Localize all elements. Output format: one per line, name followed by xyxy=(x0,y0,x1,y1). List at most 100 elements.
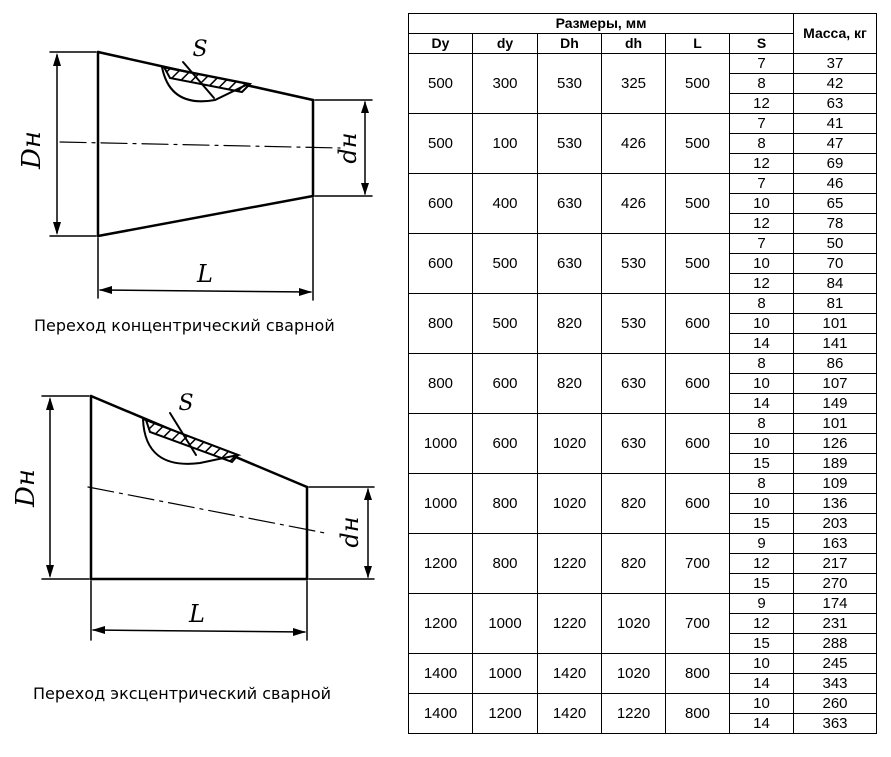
cell-dh: 530 xyxy=(601,233,666,294)
cell-mass: 245 xyxy=(793,653,877,674)
cell-mass: 42 xyxy=(793,73,877,94)
column-header-Dh: Dh xyxy=(537,33,602,54)
cell-L: 800 xyxy=(665,693,730,734)
concentric-d-label: dн xyxy=(334,132,362,163)
cell-L: 600 xyxy=(665,473,730,534)
reducer-drawings: Dн dн L S Dн dн L S xyxy=(11,37,375,641)
cell-S: 7 xyxy=(729,53,794,74)
cell-Dh: 630 xyxy=(537,233,602,294)
cell-dy: 100 xyxy=(472,113,538,174)
concentric-S-label: S xyxy=(192,37,207,62)
cell-S: 8 xyxy=(729,353,794,374)
cell-Dy: 600 xyxy=(408,173,473,234)
cell-mass: 270 xyxy=(793,573,877,594)
eccentric-D-label: Dн xyxy=(11,469,41,508)
eccentric-reducer-drawing xyxy=(41,394,375,641)
cell-dy: 800 xyxy=(472,473,538,534)
eccentric-caption: Переход эксцентрический сварной xyxy=(33,684,332,703)
cell-Dy: 1400 xyxy=(408,653,473,694)
eccentric-d-label: dн xyxy=(336,516,364,547)
cell-S: 15 xyxy=(729,633,794,654)
cell-S: 15 xyxy=(729,453,794,474)
cell-Dy: 1200 xyxy=(408,593,473,654)
cell-S: 14 xyxy=(729,333,794,354)
cell-L: 500 xyxy=(665,53,730,114)
cell-Dh: 1020 xyxy=(537,413,602,474)
cell-Dy: 1400 xyxy=(408,693,473,734)
cell-S: 12 xyxy=(729,93,794,114)
cell-mass: 41 xyxy=(793,113,877,134)
cell-mass: 69 xyxy=(793,153,877,174)
cell-S: 8 xyxy=(729,473,794,494)
cell-mass: 101 xyxy=(793,313,877,334)
cell-S: 12 xyxy=(729,213,794,234)
concentric-D-label: Dн xyxy=(17,131,47,170)
cell-dy: 600 xyxy=(472,353,538,414)
cell-S: 14 xyxy=(729,673,794,694)
cell-mass: 203 xyxy=(793,513,877,534)
cell-Dh: 530 xyxy=(537,53,602,114)
column-header-L: L xyxy=(665,33,730,54)
cell-S: 8 xyxy=(729,133,794,154)
cell-S: 14 xyxy=(729,393,794,414)
cell-S: 10 xyxy=(729,193,794,214)
cell-S: 15 xyxy=(729,513,794,534)
cell-S: 15 xyxy=(729,573,794,594)
cell-dy: 1200 xyxy=(472,693,538,734)
cell-Dh: 630 xyxy=(537,173,602,234)
cell-dh: 820 xyxy=(601,533,666,594)
cell-mass: 136 xyxy=(793,493,877,514)
cell-mass: 65 xyxy=(793,193,877,214)
cell-S: 12 xyxy=(729,153,794,174)
cell-dy: 1000 xyxy=(472,593,538,654)
concentric-L-label: L xyxy=(196,260,213,288)
cell-Dh: 1420 xyxy=(537,693,602,734)
cell-Dy: 1000 xyxy=(408,413,473,474)
cell-mass: 189 xyxy=(793,453,877,474)
cell-S: 8 xyxy=(729,293,794,314)
column-header-S: S xyxy=(729,33,794,54)
cell-S: 10 xyxy=(729,693,794,714)
cell-mass: 126 xyxy=(793,433,877,454)
cell-Dh: 1220 xyxy=(537,593,602,654)
cell-mass: 63 xyxy=(793,93,877,114)
cell-S: 8 xyxy=(729,413,794,434)
cell-Dy: 800 xyxy=(408,293,473,354)
cell-Dh: 1220 xyxy=(537,533,602,594)
cell-mass: 47 xyxy=(793,133,877,154)
cell-mass: 107 xyxy=(793,373,877,394)
cell-S: 14 xyxy=(729,713,794,734)
cell-S: 10 xyxy=(729,493,794,514)
cell-S: 9 xyxy=(729,593,794,614)
eccentric-S-label: S xyxy=(178,391,193,416)
cell-mass: 288 xyxy=(793,633,877,654)
cell-mass: 174 xyxy=(793,593,877,614)
column-header-Dy: Dy xyxy=(408,33,473,54)
cell-mass: 46 xyxy=(793,173,877,194)
cell-S: 7 xyxy=(729,233,794,254)
table-header-row: Размеры, мм Масса, кг xyxy=(408,13,877,54)
cell-L: 600 xyxy=(665,293,730,354)
column-header-dy: dy xyxy=(472,33,538,54)
cell-mass: 343 xyxy=(793,673,877,694)
cell-Dh: 820 xyxy=(537,293,602,354)
cell-dh: 820 xyxy=(601,473,666,534)
cell-L: 500 xyxy=(665,233,730,294)
